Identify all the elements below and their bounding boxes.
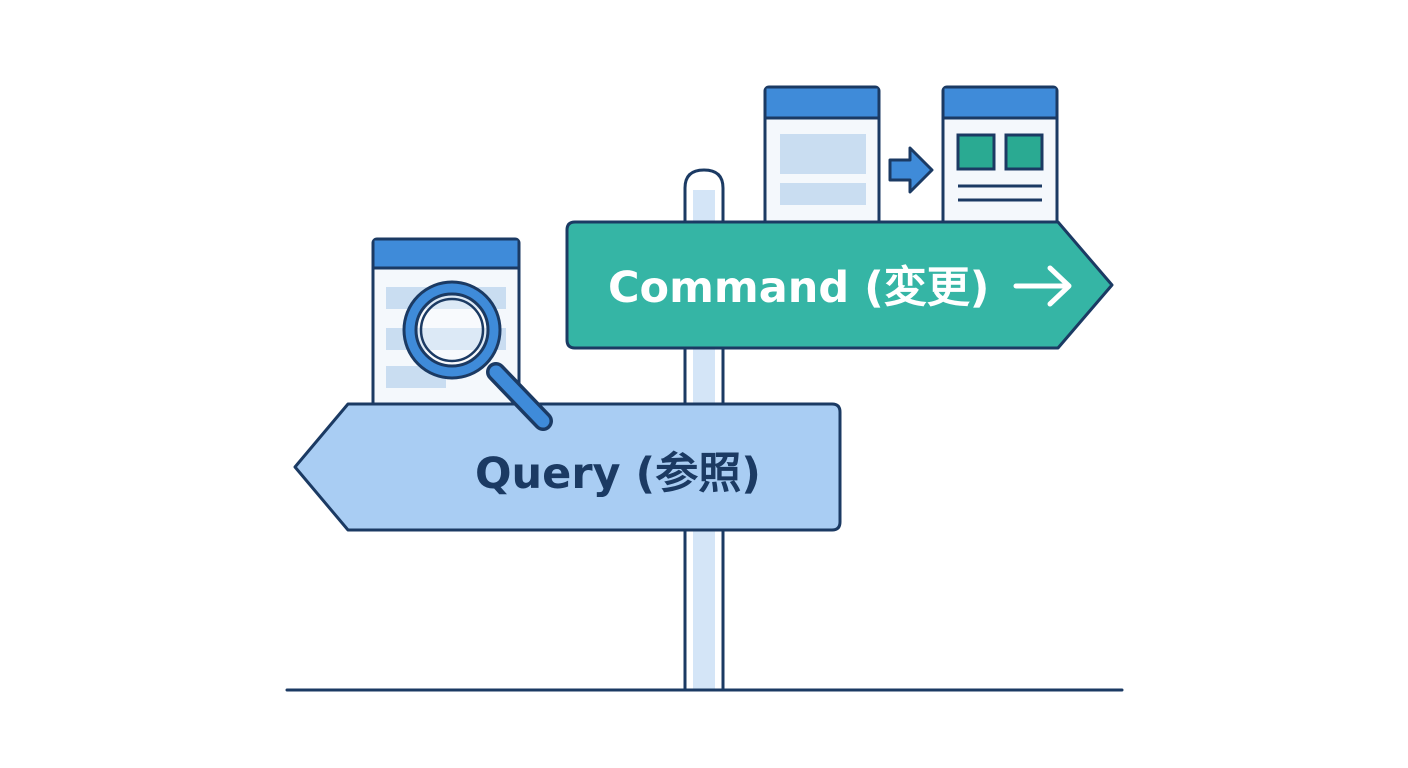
query-sign-label: Query (参照) (475, 449, 761, 499)
arrow-right-icon (888, 146, 934, 194)
magnifier-icon (402, 280, 553, 431)
window-grid-icon (941, 85, 1059, 229)
arrow-right-icon (1013, 265, 1072, 307)
command-sign-label: Command (変更) (608, 263, 989, 313)
source-window-icon (763, 85, 881, 229)
command-sign: Command (変更) (565, 220, 1114, 350)
query-sign: Query (参照) (293, 402, 842, 532)
